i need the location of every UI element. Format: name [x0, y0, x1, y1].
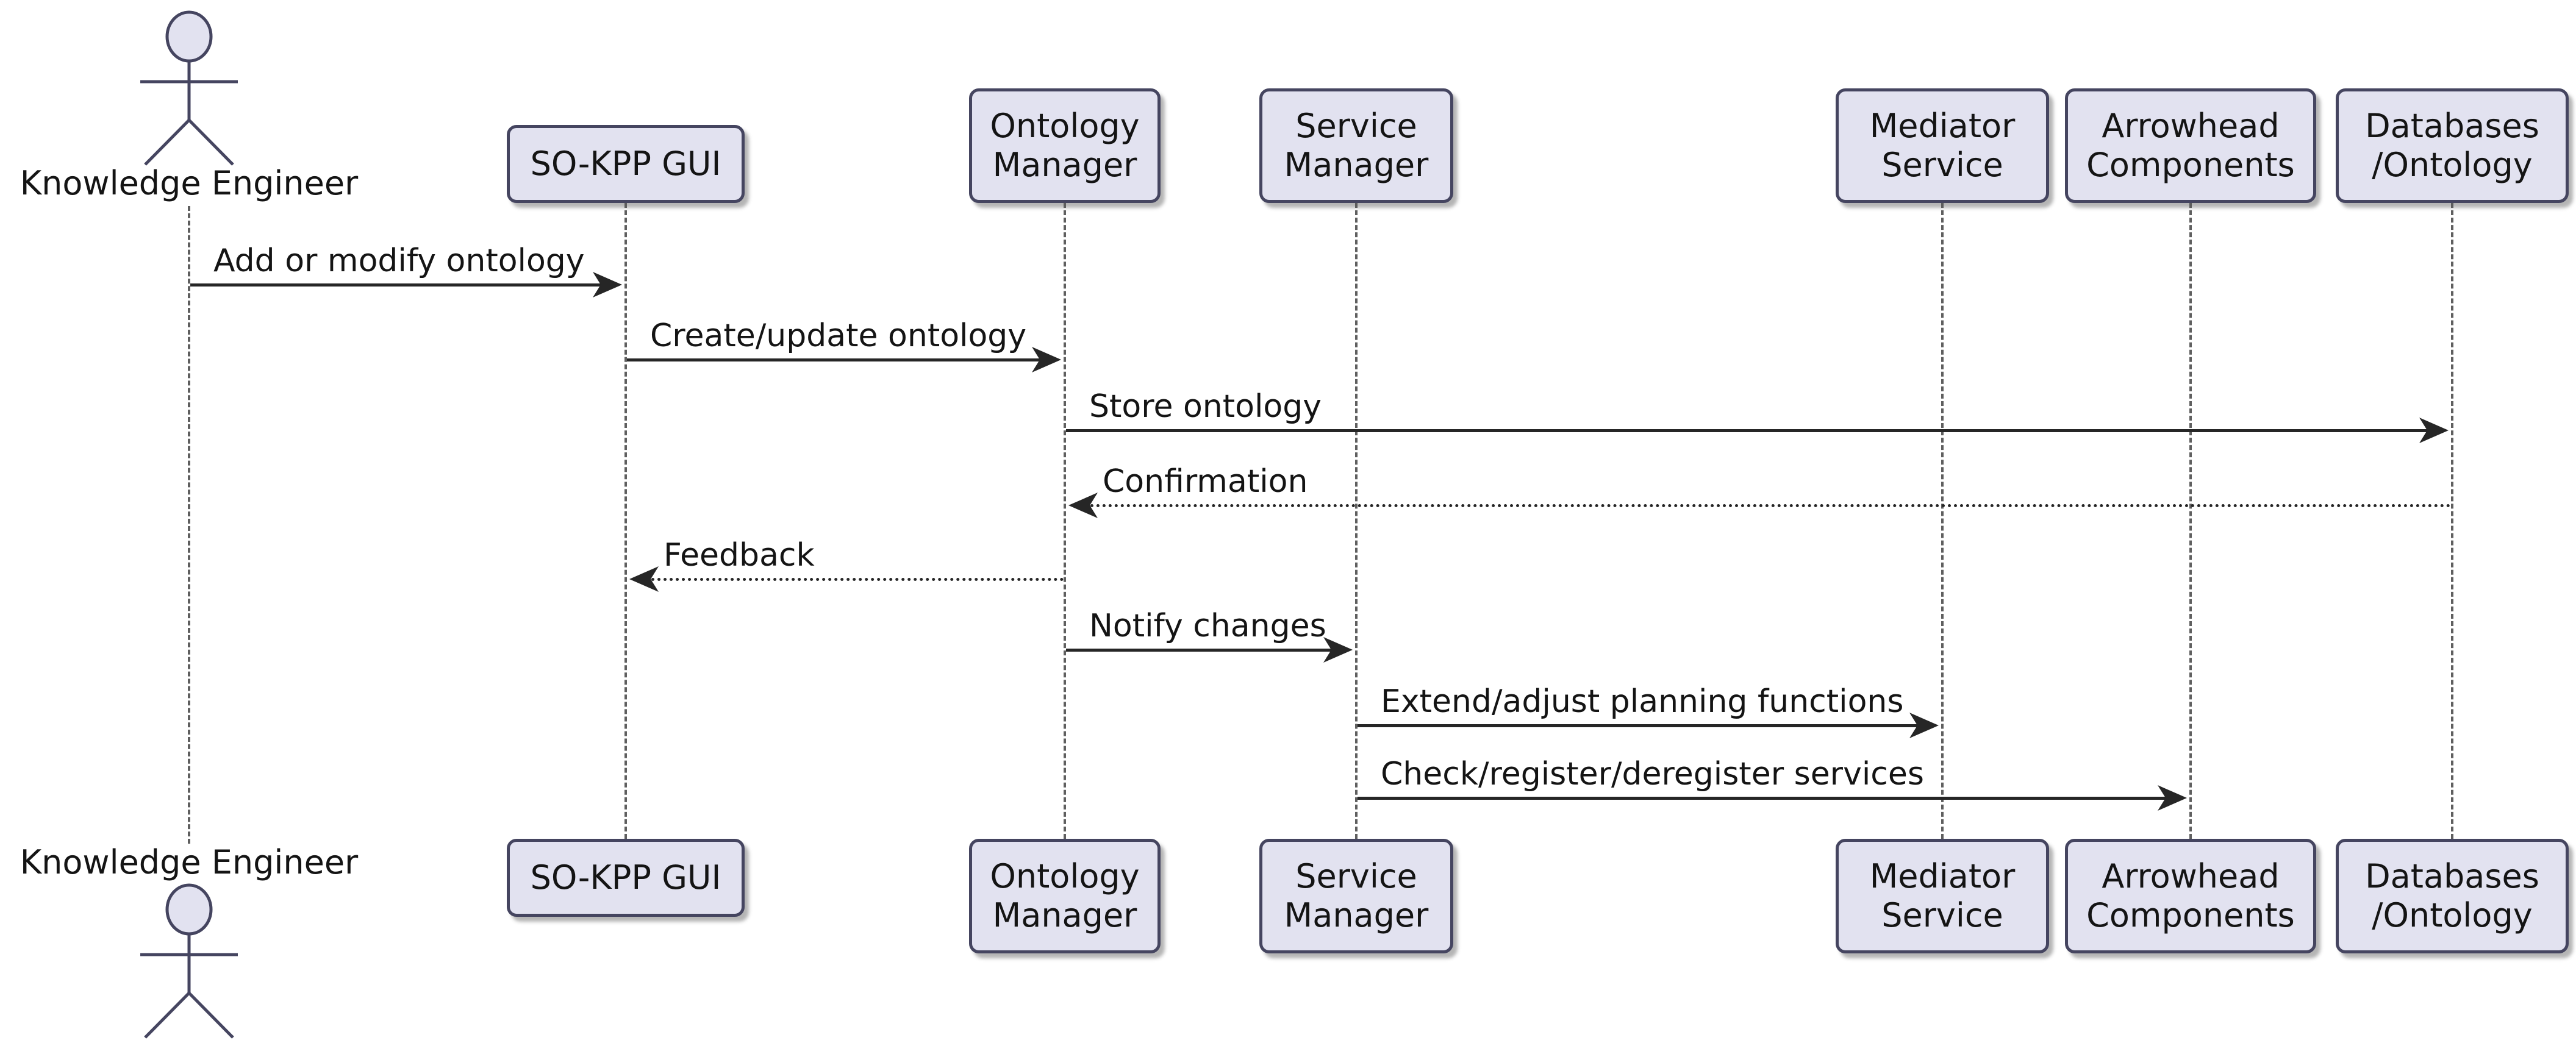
arrowhead-icon — [592, 271, 623, 301]
message-label-6: Notify changes — [1089, 608, 1326, 644]
message-line-5 — [633, 578, 1064, 581]
participant-label-line: /Ontology — [2372, 146, 2533, 184]
participant-box-databases-ontology-bottom: Databases/Ontology — [2336, 839, 2569, 953]
participant-box-so-kpp-gui-top: SO-KPP GUI — [507, 125, 745, 203]
lifeline-ontology-manager — [1064, 203, 1066, 839]
participant-label-line: Mediator — [1869, 107, 2016, 145]
participant-label-line: SO-KPP GUI — [530, 144, 721, 183]
actor-figure-icon — [122, 880, 256, 1042]
participant-label-line: Arrowhead — [2102, 107, 2280, 145]
arrowhead-icon — [1322, 636, 1354, 666]
participant-label-line: Ontology — [990, 857, 1140, 895]
participant-label-line: Components — [2086, 146, 2295, 184]
lifeline-mediator-service — [1941, 203, 1944, 839]
arrowhead-icon — [628, 565, 660, 596]
participant-label-line: Mediator — [1869, 857, 2016, 895]
arrowhead-icon — [2418, 416, 2450, 447]
participant-label-line: Manager — [1284, 896, 1429, 934]
lifeline-knowledge-engineer — [188, 206, 190, 844]
participant-box-databases-ontology-top: Databases/Ontology — [2336, 88, 2569, 203]
participant-label-line: Databases — [2365, 107, 2539, 145]
lifeline-so-kpp-gui — [624, 203, 627, 839]
participant-label-line: Arrowhead — [2102, 857, 2280, 895]
actor-label-knowledge-engineer-top: Knowledge Engineer — [20, 164, 359, 202]
message-label-4: Confirmation — [1103, 463, 1308, 500]
participant-label-line: Manager — [1284, 146, 1429, 184]
message-label-3: Store ontology — [1089, 388, 1322, 425]
message-line-4 — [1072, 504, 2451, 507]
actor-label-knowledge-engineer-bottom: Knowledge Engineer — [20, 843, 359, 881]
message-label-7: Extend/adjust planning functions — [1381, 683, 1904, 720]
message-line-3 — [1066, 429, 2444, 432]
arrowhead-icon — [1031, 346, 1062, 376]
lifeline-databases-ontology — [2451, 203, 2453, 839]
participant-box-so-kpp-gui-bottom: SO-KPP GUI — [507, 839, 745, 917]
participant-label-line: Service — [1881, 146, 2003, 184]
participant-label-line: Databases — [2365, 857, 2539, 895]
participant-label-line: Service — [1295, 857, 1417, 895]
arrowhead-icon — [1067, 491, 1099, 522]
arrowhead-icon — [1908, 711, 1940, 742]
lifeline-service-manager — [1355, 203, 1358, 839]
message-label-8: Check/register/deregister services — [1381, 756, 1924, 792]
message-line-2 — [627, 358, 1056, 361]
participant-label-line: Components — [2086, 896, 2295, 934]
message-line-6 — [1066, 649, 1348, 652]
participant-label-line: Service — [1295, 107, 1417, 145]
message-label-1: Add or modify ontology — [213, 243, 585, 279]
arrowhead-icon — [2156, 784, 2188, 814]
message-label-5: Feedback — [664, 537, 815, 574]
participant-label-line: Manager — [992, 896, 1137, 934]
participant-label-line: Ontology — [990, 107, 1140, 145]
participant-label-line: SO-KPP GUI — [530, 858, 721, 897]
participant-label-line: /Ontology — [2372, 896, 2533, 934]
lifeline-arrowhead-components — [2189, 203, 2192, 839]
message-line-8 — [1358, 797, 2182, 800]
message-line-1 — [190, 283, 617, 287]
participant-label-line: Manager — [992, 146, 1137, 184]
message-line-7 — [1358, 724, 1934, 727]
message-label-2: Create/update ontology — [650, 318, 1027, 354]
participant-label-line: Service — [1881, 896, 2003, 934]
actor-figure-icon — [122, 7, 256, 169]
